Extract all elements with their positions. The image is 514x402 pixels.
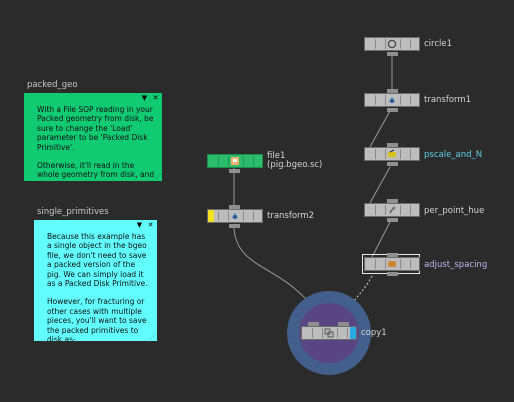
- file-icon: [229, 155, 241, 167]
- input-port[interactable]: [387, 89, 398, 93]
- node-sublabel: (pig.bgeo.sc): [267, 160, 323, 170]
- wrangle-icon: [386, 204, 398, 216]
- node-body[interactable]: [364, 257, 420, 271]
- sticky-text: Because this example has a single object…: [47, 232, 148, 289]
- render-flag[interactable]: [350, 327, 356, 339]
- sticky-text: With a File SOP reading in your Packed g…: [37, 105, 154, 152]
- pin-icon[interactable]: ▼: [136, 221, 143, 229]
- wrangle-icon: [386, 148, 398, 160]
- sticky-title: packed_geo: [27, 80, 78, 90]
- output-port[interactable]: [229, 224, 240, 228]
- wire-pscale-perpointhue: [369, 166, 391, 204]
- node-body[interactable]: [364, 37, 420, 51]
- sticky-note-single-primitives[interactable]: ▼ ✕ Because this example has a single ob…: [34, 220, 157, 341]
- transform-icon: [229, 210, 241, 222]
- output-port[interactable]: [387, 218, 398, 222]
- node-label: circle1: [424, 39, 453, 49]
- output-port[interactable]: [387, 52, 398, 56]
- circle-icon: [386, 38, 398, 50]
- display-flag[interactable]: [208, 210, 214, 222]
- node-body[interactable]: [364, 93, 420, 107]
- close-icon[interactable]: ✕: [147, 221, 154, 229]
- input-port-right[interactable]: [338, 322, 349, 326]
- sticky-text: However, for fracturing or other cases w…: [47, 297, 147, 341]
- input-port[interactable]: [387, 199, 398, 203]
- pin-icon[interactable]: ▼: [141, 94, 148, 102]
- resize-grip-icon[interactable]: ⋰: [155, 173, 161, 180]
- output-port[interactable]: [387, 108, 398, 112]
- node-body[interactable]: [207, 154, 263, 168]
- copy-icon: [323, 327, 335, 339]
- node-body[interactable]: [207, 209, 263, 223]
- wire-perpointhue-adjust: [371, 221, 391, 258]
- output-port[interactable]: [387, 162, 398, 166]
- node-body[interactable]: [364, 203, 420, 217]
- node-label: per_point_hue: [424, 206, 485, 216]
- sticky-note-packed-geo[interactable]: ▼ ✕ With a File SOP reading in your Pack…: [24, 93, 162, 181]
- output-port[interactable]: [387, 272, 398, 276]
- node-body[interactable]: [364, 147, 420, 161]
- input-port[interactable]: [387, 253, 398, 257]
- sticky-text: Otherwise, it'll read in the whole geome…: [37, 161, 155, 181]
- hda-icon: [386, 258, 398, 270]
- node-label: copy1: [361, 328, 387, 338]
- close-icon[interactable]: ✕: [152, 94, 159, 102]
- node-body[interactable]: [301, 326, 357, 340]
- transform-icon: [386, 94, 398, 106]
- input-port[interactable]: [387, 143, 398, 147]
- node-label: transform2: [267, 211, 315, 221]
- node-label: pscale_and_N: [424, 150, 483, 160]
- node-label: adjust_spacing: [424, 260, 488, 270]
- wire-transform1-pscale: [369, 110, 391, 148]
- sticky-title: single_primitives: [37, 207, 109, 217]
- node-label: file1: [267, 151, 286, 161]
- node-label: transform1: [424, 95, 472, 105]
- output-port[interactable]: [229, 169, 240, 173]
- resize-grip-icon[interactable]: ⋰: [150, 333, 156, 340]
- input-port[interactable]: [229, 205, 240, 209]
- input-port-left[interactable]: [308, 322, 319, 326]
